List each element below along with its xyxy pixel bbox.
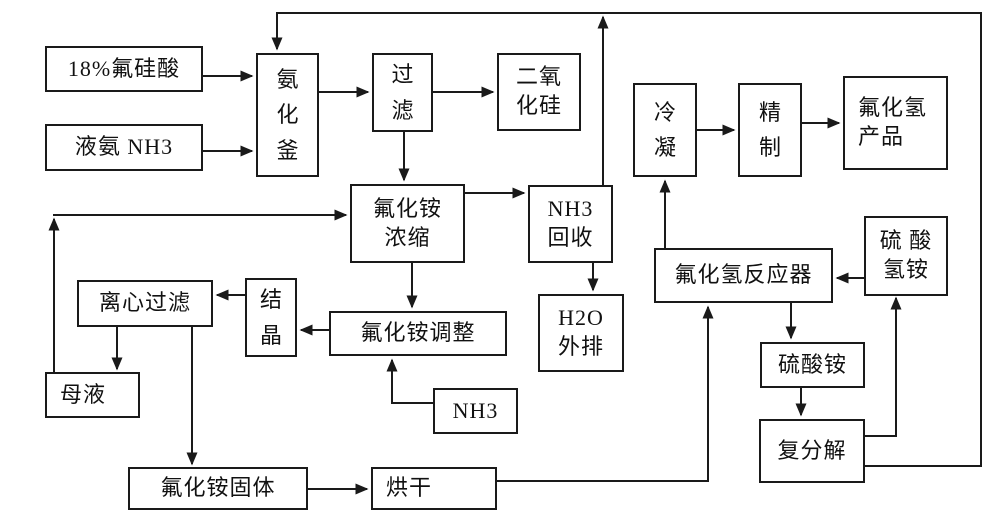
- node-condensation: 冷 凝: [633, 83, 697, 177]
- arrow-recycle-metathesis-to-kettle: [271, 12, 982, 467]
- node-nh4f-concentration: 氟化铵 浓缩: [350, 184, 465, 263]
- node-h2o-discharge: H2O 外排: [538, 294, 624, 372]
- node-nh3-recovery: NH3 回收: [528, 185, 613, 263]
- arrow-metathesis-to-bisulfate: [865, 296, 902, 437]
- node-refining: 精 制: [738, 83, 802, 177]
- node-mother-liquor: 母液: [45, 372, 140, 418]
- arrow-drying-to-reactor: [497, 305, 714, 482]
- node-nh3-makeup: NH3: [433, 388, 518, 434]
- node-fluosilicic-acid: 18%氟硅酸: [45, 46, 203, 92]
- arrow-nh3makeup-to-adjustment: [386, 358, 433, 404]
- node-silicon-dioxide: 二氧 化硅: [497, 53, 581, 131]
- node-hf-product: 氟化氢 产品: [843, 76, 948, 170]
- node-filtration: 过 滤: [372, 53, 433, 132]
- node-hf-reactor: 氟化氢反应器: [654, 248, 833, 303]
- node-metathesis: 复分解: [759, 419, 865, 483]
- node-ammonium-bisulfate: 硫 酸 氢铵: [864, 216, 948, 296]
- node-drying: 烘干: [371, 467, 497, 510]
- node-centrifugal-filtration: 离心过滤: [77, 280, 213, 327]
- node-ammonium-sulfate: 硫酸铵: [760, 342, 865, 388]
- node-crystallization: 结 晶: [245, 278, 297, 357]
- node-nh4f-adjustment: 氟化铵调整: [329, 311, 507, 356]
- node-ammoniation-kettle: 氨 化 釜: [256, 53, 319, 177]
- node-nh4f-solid: 氟化铵固体: [128, 467, 308, 510]
- node-liquid-ammonia: 液氨 NH3: [45, 124, 203, 171]
